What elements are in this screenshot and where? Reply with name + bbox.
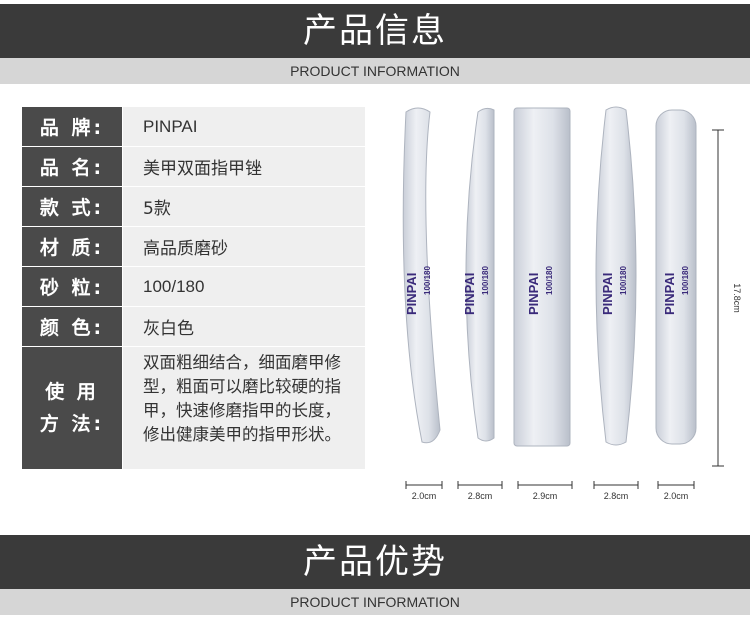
- spec-row-grit: 砂 粒: 100/180: [22, 267, 365, 307]
- width-dimensions: 2.0cm 2.8cm 2.9cm 2.8cm 2.0cm: [405, 481, 695, 501]
- spec-label: 砂 粒:: [22, 267, 122, 306]
- nail-file-boat: PINPAI 100/180: [595, 106, 637, 446]
- section-title-product-info: 产品信息: [0, 4, 750, 58]
- nail-file-illustration: PINPAI 100/180 PINPAI 100/180 PINPAI 100…: [390, 100, 745, 514]
- nail-file-narrow: PINPAI 100/180: [655, 109, 697, 445]
- width-label: 2.8cm: [604, 491, 629, 501]
- nail-file-rectangle: PINPAI 100/180: [513, 107, 571, 447]
- file-grit-text: 100/180: [481, 266, 490, 295]
- width-dim-1: 2.0cm: [405, 481, 443, 501]
- file-brand-text: PINPAI: [404, 273, 419, 315]
- usage-label-line1: 使 用: [45, 381, 99, 403]
- file-brand-text: PINPAI: [526, 273, 541, 315]
- file-grit-text: 100/180: [423, 266, 432, 295]
- spec-row-style: 款 式: 5款: [22, 187, 365, 227]
- section-title-advantages: 产品优势: [0, 535, 750, 589]
- section-subtitle-advantages: PRODUCT INFORMATION: [0, 589, 750, 615]
- spec-label: 款 式:: [22, 187, 122, 226]
- spec-row-color: 颜 色: 灰白色: [22, 307, 365, 347]
- file-brand-text: PINPAI: [662, 273, 677, 315]
- width-label: 2.8cm: [468, 491, 493, 501]
- file-grit-text: 100/180: [545, 266, 554, 295]
- nail-files-svg: PINPAI 100/180 PINPAI 100/180 PINPAI 100…: [402, 106, 742, 501]
- nail-file-curved: PINPAI 100/180: [402, 107, 441, 444]
- length-label: 17.8cm: [732, 283, 742, 313]
- spec-label: 颜 色:: [22, 307, 122, 346]
- length-dimension: 17.8cm: [712, 129, 742, 467]
- section-subtitle-product-info: PRODUCT INFORMATION: [0, 58, 750, 84]
- spec-value: 5款: [122, 187, 365, 226]
- usage-description: 双面粗细结合，细面磨甲修型，粗面可以磨比较硬的指甲，快速修磨指甲的长度，修出健康…: [122, 347, 365, 469]
- file-brand-text: PINPAI: [462, 273, 477, 315]
- width-dim-3: 2.9cm: [517, 481, 573, 501]
- spec-value: 美甲双面指甲锉: [122, 147, 365, 186]
- spec-label: 品 牌:: [22, 107, 122, 146]
- spec-value: 高品质磨砂: [122, 227, 365, 266]
- spec-value: 100/180: [122, 267, 365, 306]
- spec-row-name: 品 名: 美甲双面指甲锉: [22, 147, 365, 187]
- width-label: 2.0cm: [412, 491, 437, 501]
- nail-file-half-moon: PINPAI 100/180: [462, 107, 495, 442]
- spec-value: PINPAI: [122, 107, 365, 146]
- spec-table: 品 牌: PINPAI 品 名: 美甲双面指甲锉 款 式: 5款 材 质: 高品…: [22, 107, 365, 470]
- usage-label-line2: 方 法:: [39, 413, 105, 435]
- width-dim-4: 2.8cm: [593, 481, 639, 501]
- file-grit-text: 100/180: [681, 266, 690, 295]
- width-dim-2: 2.8cm: [457, 481, 503, 501]
- spec-value: 灰白色: [122, 307, 365, 346]
- spec-row-brand: 品 牌: PINPAI: [22, 107, 365, 147]
- width-dim-5: 2.0cm: [657, 481, 695, 501]
- width-label: 2.0cm: [664, 491, 689, 501]
- file-grit-text: 100/180: [619, 266, 628, 295]
- width-label: 2.9cm: [533, 491, 558, 501]
- file-brand-text: PINPAI: [600, 273, 615, 315]
- spec-label: 材 质:: [22, 227, 122, 266]
- spec-label-usage: 使 用 方 法:: [22, 347, 122, 469]
- spec-row-usage: 使 用 方 法: 双面粗细结合，细面磨甲修型，粗面可以磨比较硬的指甲，快速修磨指…: [22, 347, 365, 470]
- spec-label: 品 名:: [22, 147, 122, 186]
- spec-row-material: 材 质: 高品质磨砂: [22, 227, 365, 267]
